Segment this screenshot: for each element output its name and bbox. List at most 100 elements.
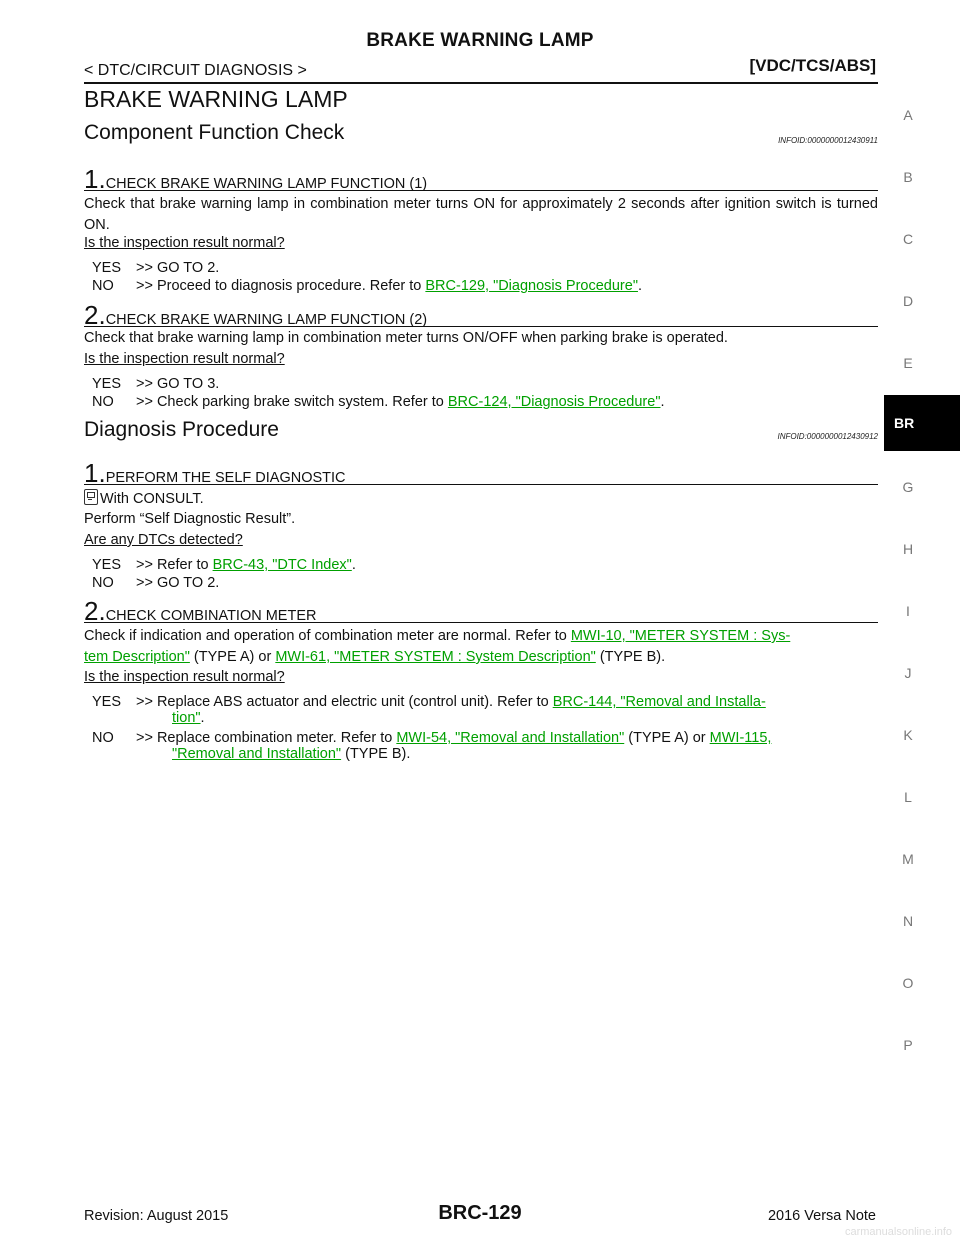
link-mwi-115-cont[interactable]: "Removal and Installation" [172,746,342,762]
punct: . [660,394,665,410]
section-title-component-function-check: Component Function Check [84,121,345,144]
infoid-label: INFOID:0000000012430911 [778,136,878,145]
page-title: BRAKE WARNING LAMP [84,86,348,112]
inspection-question: Are any DTCs detected? [84,532,243,548]
inspection-question: Is the inspection result normal? [84,235,285,251]
inspection-question: Is the inspection result normal? [84,669,285,685]
answer-no: NO >> Proceed to diagnosis procedure. Ref… [92,276,642,296]
body-text: (TYPE A) or [193,649,272,665]
answer-text: >> Check parking brake switch system. Re… [136,394,444,410]
step-body: Check if indication and operation of com… [84,626,878,668]
section-title-diagnosis-procedure: Diagnosis Procedure [84,418,279,441]
step-title: PERFORM THE SELF DIAGNOSTIC [105,470,346,486]
answer-label: YES [92,694,122,710]
answer-label: NO [92,394,114,410]
step-heading: 1.PERFORM THE SELF DIAGNOSTIC [84,458,878,488]
step-title: CHECK COMBINATION METER [105,608,317,624]
infoid-label: INFOID:0000000012430912 [777,432,878,441]
answer-yes: YES >> GO TO 2. [92,258,219,278]
answer-text: >> Proceed to diagnosis procedure. Refer… [136,278,422,294]
step-heading: 2.CHECK BRAKE WARNING LAMP FUNCTION (2) [84,300,878,330]
side-tab-d[interactable]: D [902,293,914,309]
side-tab-n[interactable]: N [902,913,914,929]
answer-no: NO >> Replace combination meter. Refer to… [92,728,878,748]
link-brc-144[interactable]: BRC-144, "Removal and Installa- [552,694,766,710]
side-tab-i[interactable]: I [906,603,910,619]
side-tab-j[interactable]: J [904,665,912,681]
link-text: tem Description" [84,649,190,665]
answer-yes: YES >> Refer to BRC-43, "DTC Index". [92,555,356,575]
answer-label: YES [92,557,122,573]
body-text: (TYPE B). [599,649,666,665]
answer-yes-continued: tion". [172,710,205,726]
answer-yes: YES >> Replace ABS actuator and electric … [92,692,878,712]
side-tab-m[interactable]: M [902,851,914,867]
answer-label: YES [92,376,122,392]
step-heading: 1.CHECK BRAKE WARNING LAMP FUNCTION (1) [84,164,878,194]
step-title: CHECK BRAKE WARNING LAMP FUNCTION (2) [105,312,428,328]
step-number: 1. [84,164,106,194]
link-brc-144-cont[interactable]: tion" [172,710,201,726]
step-number: 2. [84,300,106,330]
step-body: Perform “Self Diagnostic Result”. [84,511,296,527]
step-number: 1. [84,458,106,488]
step-number: 2. [84,596,106,626]
page-number: BRC-129 [438,1202,522,1224]
side-tab-label: BR [894,415,915,431]
side-tab-k[interactable]: K [903,727,913,743]
answer-text: (TYPE A) or [628,730,706,746]
punct: . [637,278,642,294]
inspection-question: Is the inspection result normal? [84,351,285,367]
answer-text: >> Replace combination meter. Refer to [136,730,393,746]
answer-label: NO [92,730,114,746]
system-label: [VDC/TCS/ABS] [749,56,876,75]
side-tab-o[interactable]: O [902,975,914,991]
answer-text: >> Refer to [136,557,209,573]
link-mwi-54[interactable]: MWI-54, "Removal and Installation" [396,730,625,746]
link-brc-124[interactable]: BRC-124, "Diagnosis Procedure" [447,394,661,410]
link-text: MWI-10, "METER SYSTEM : Sys- [570,628,791,644]
watermark: carmanualsonline.info [844,1226,952,1238]
side-tab-l[interactable]: L [904,789,912,805]
side-tab-e[interactable]: E [903,355,913,371]
answer-text: >> GO TO 3. [136,376,220,392]
side-tab-p[interactable]: P [903,1037,913,1053]
step-body: Check that brake warning lamp in combina… [84,196,878,233]
punct: . [200,710,205,726]
answer-no: NO >> Check parking brake switch system. … [92,392,665,412]
consult-text: With CONSULT. [100,491,204,507]
link-mwi-10[interactable]: MWI-10, "METER SYSTEM : Sys-tem Descript… [84,628,790,665]
answer-text: (TYPE B). [345,746,411,762]
step-title: CHECK BRAKE WARNING LAMP FUNCTION (1) [105,176,428,192]
revision-label: Revision: August 2015 [84,1208,229,1224]
breadcrumb: < DTC/CIRCUIT DIAGNOSIS > [84,62,307,79]
side-tab-c[interactable]: C [902,231,914,247]
answer-yes: YES >> GO TO 3. [92,374,219,394]
link-mwi-61[interactable]: MWI-61, "METER SYSTEM : System Descripti… [275,649,596,665]
side-tab-g[interactable]: G [902,479,914,495]
side-tab-b[interactable]: B [903,169,913,185]
model-label: 2016 Versa Note [767,1208,876,1224]
answer-text: >> GO TO 2. [136,260,220,276]
header-rule [84,82,878,84]
answer-no-continued: "Removal and Installation" (TYPE B). [172,746,410,762]
link-mwi-115[interactable]: MWI-115, [709,730,772,746]
answer-label: YES [92,260,122,276]
step-body: Check that brake warning lamp in combina… [84,330,728,346]
answer-no: NO >> GO TO 2. [92,573,219,593]
page-header-title: BRAKE WARNING LAMP [366,30,594,51]
body-text: Check if indication and operation of com… [84,628,567,644]
side-tab-h[interactable]: H [902,541,914,557]
answer-text: >> Replace ABS actuator and electric uni… [136,694,549,710]
side-tab-a[interactable]: A [903,107,913,123]
answer-label: NO [92,278,114,294]
link-brc-129[interactable]: BRC-129, "Diagnosis Procedure" [425,278,638,294]
answer-text: >> GO TO 2. [136,575,220,591]
step-heading: 2.CHECK COMBINATION METER [84,596,878,626]
consult-icon [84,489,98,505]
link-brc-43[interactable]: BRC-43, "DTC Index" [212,557,352,573]
answer-label: NO [92,575,114,591]
punct: . [351,557,356,573]
consult-line: With CONSULT. [84,489,878,510]
side-tab-br-active[interactable]: BR [884,395,960,451]
